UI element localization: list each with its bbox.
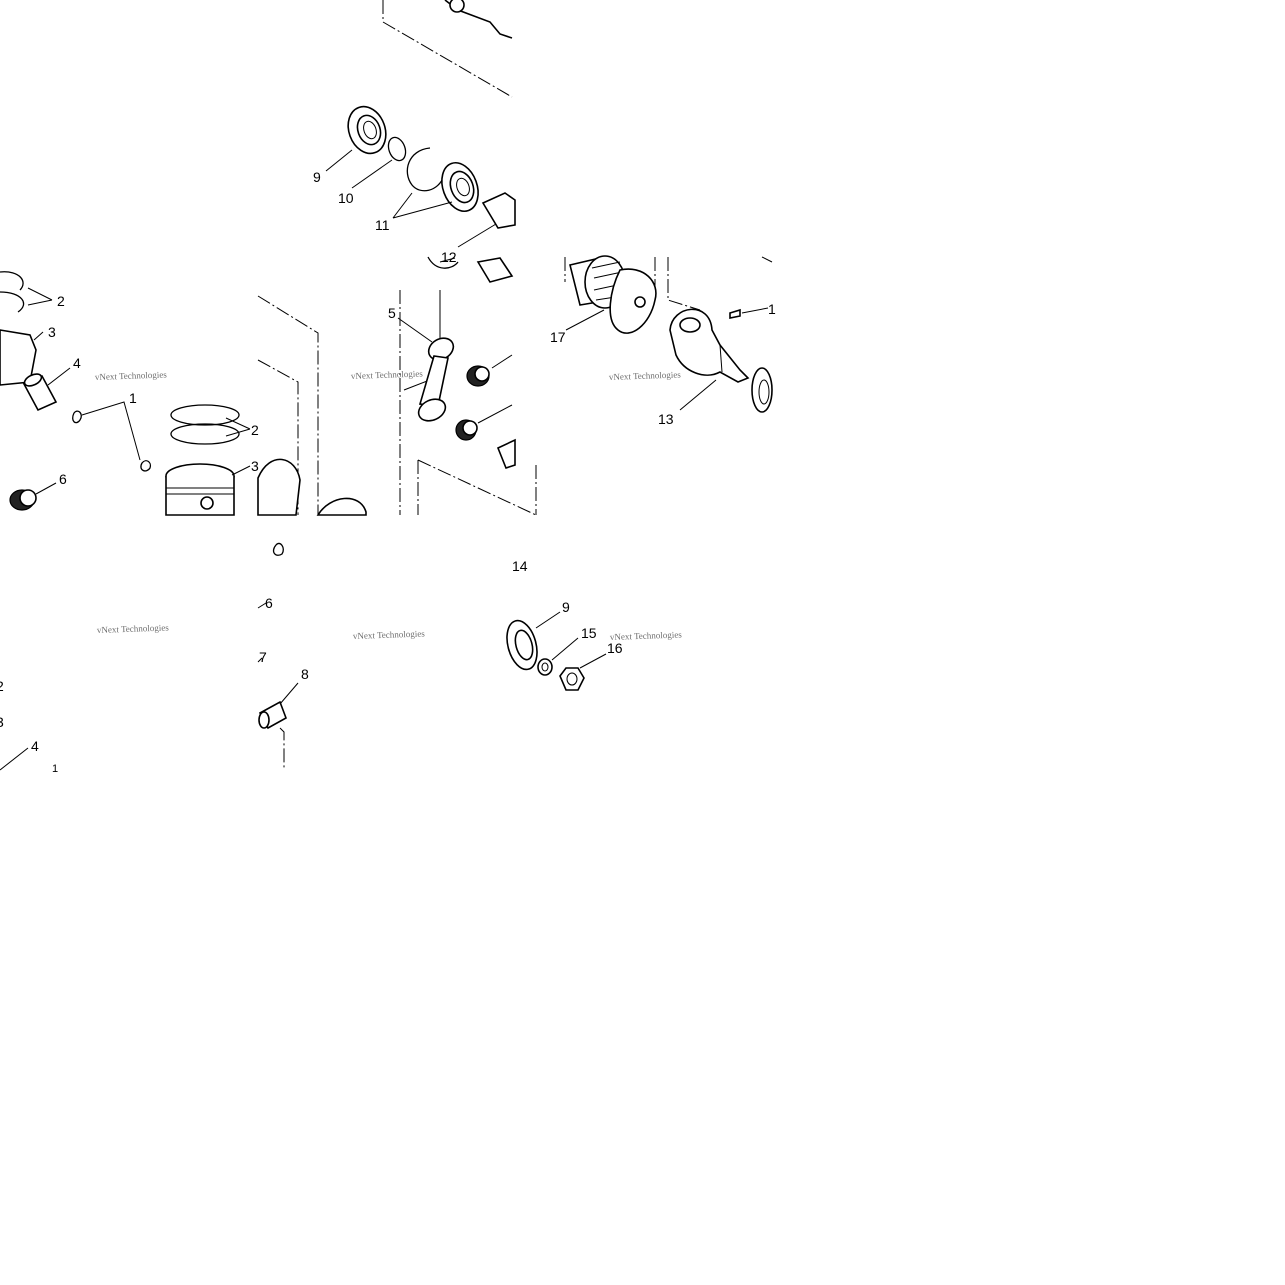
tile-left-mid: vNext Technologies bbox=[0, 271, 251, 516]
ball-bearing-11 bbox=[441, 161, 479, 213]
callout-3: 3 bbox=[251, 458, 259, 474]
snap-ring-10 bbox=[387, 136, 407, 162]
tile-top-center bbox=[325, 0, 516, 248]
callout-12: 12 bbox=[441, 249, 457, 265]
tile-right-mid: vNext Technologies bbox=[564, 255, 773, 413]
tile-center-lower: vNext Technologies bbox=[257, 542, 426, 770]
crankshaft-half-13 bbox=[669, 308, 750, 383]
callout-1: 1 bbox=[129, 390, 137, 406]
callout-5: 5 bbox=[388, 305, 396, 321]
callout-2: 2 bbox=[251, 422, 259, 438]
watermark: vNext Technologies bbox=[97, 622, 170, 635]
nut-16 bbox=[559, 667, 585, 691]
callout-18: 1 bbox=[768, 301, 776, 317]
callout-16: 16 bbox=[607, 640, 623, 656]
piston-3b bbox=[165, 463, 235, 516]
pin-8 bbox=[258, 700, 287, 730]
crankpin bbox=[496, 438, 516, 469]
washer-15 bbox=[537, 658, 553, 676]
callout-9: 9 bbox=[313, 169, 321, 185]
callout-2: 2 bbox=[0, 678, 4, 694]
callout-10: 10 bbox=[338, 190, 354, 206]
callout-3: 3 bbox=[48, 324, 56, 340]
callout-9: 9 bbox=[562, 599, 570, 615]
wrist-pin-4a bbox=[22, 373, 58, 412]
callout-15: 15 bbox=[581, 625, 597, 641]
ball-bearing-9 bbox=[347, 105, 387, 155]
crank-web-left bbox=[257, 458, 301, 516]
crankshaft-stub bbox=[481, 192, 516, 229]
callout-11: 11 bbox=[375, 217, 390, 233]
watermark: vNext Technologies bbox=[610, 629, 683, 642]
piston-ring-2a bbox=[170, 404, 240, 426]
watermark: vNext Technologies bbox=[351, 368, 424, 381]
tile-center-mid: vNext Technologies bbox=[257, 256, 537, 516]
woodruff-key bbox=[729, 308, 741, 319]
callout-13: 13 bbox=[658, 411, 674, 427]
needle-bearing-6a bbox=[9, 489, 37, 511]
circlip-1b bbox=[140, 460, 152, 472]
callout-4: 4 bbox=[73, 355, 81, 371]
callout-1: 1 bbox=[52, 763, 58, 775]
callout-2: 2 bbox=[57, 293, 65, 309]
callout-14: 14 bbox=[512, 558, 528, 574]
crankshaft-17 bbox=[569, 255, 657, 334]
callout-8: 8 bbox=[301, 666, 309, 682]
circlip-1a bbox=[72, 410, 82, 424]
callout-17: 17 bbox=[550, 329, 566, 345]
watermark: vNext Technologies bbox=[609, 369, 682, 382]
callout-labels: 2 3 4 1 6 2 3 9 10 11 12 5 17 1 13 14 9 … bbox=[0, 169, 776, 775]
retaining-ring-11 bbox=[406, 147, 445, 192]
tile-left-lower: vNext Technologies bbox=[0, 622, 170, 771]
callout-3: 3 bbox=[0, 714, 4, 730]
callout-6: 6 bbox=[265, 595, 273, 611]
callout-6: 6 bbox=[59, 471, 67, 487]
watermark: vNext Technologies bbox=[95, 369, 168, 382]
piston-ring-2b bbox=[170, 423, 240, 445]
callout-7: 7 bbox=[259, 649, 267, 665]
circlip-1c bbox=[272, 542, 284, 556]
piston-left-fragment bbox=[0, 329, 37, 386]
connecting-rod-5 bbox=[417, 337, 455, 422]
tile-right-lower: vNext Technologies bbox=[506, 611, 683, 691]
ball-bearing-9b bbox=[506, 619, 538, 671]
callout-4: 4 bbox=[31, 738, 39, 754]
watermark: vNext Technologies bbox=[353, 628, 426, 641]
